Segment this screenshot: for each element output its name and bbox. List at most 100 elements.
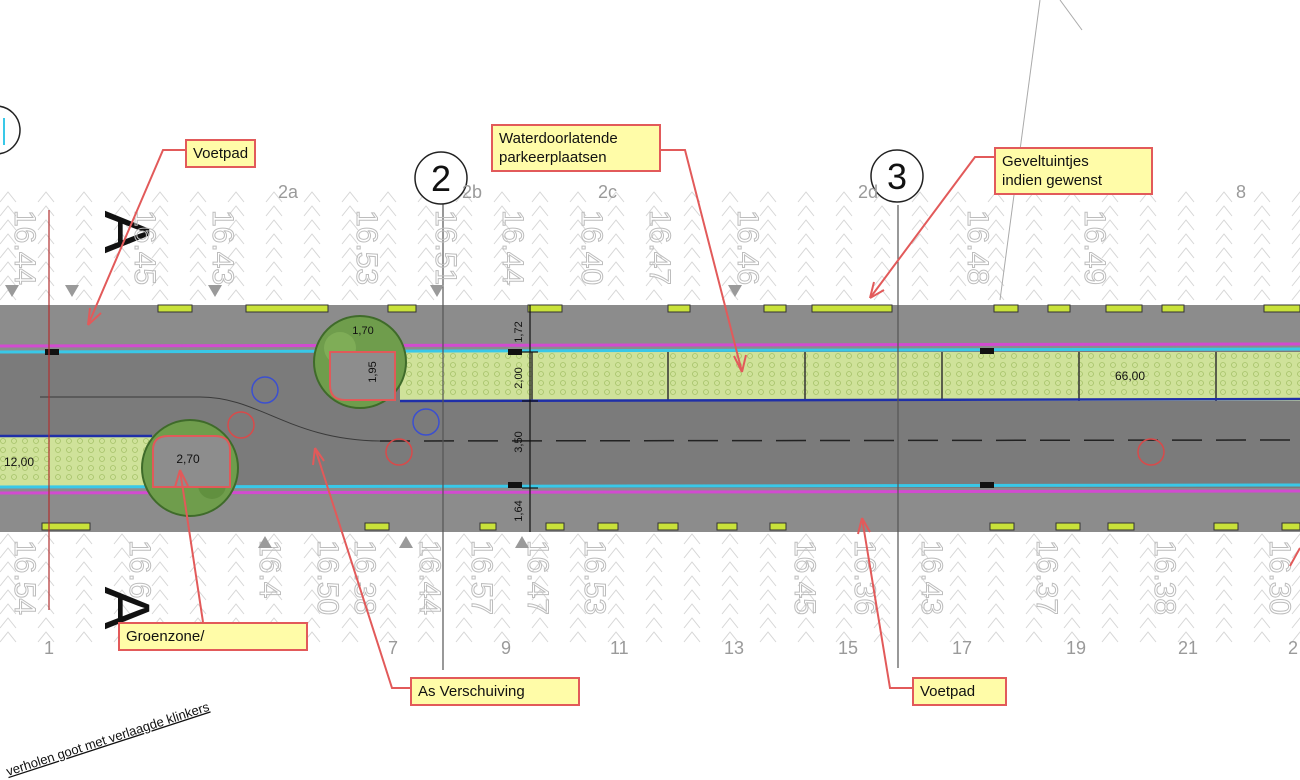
permeable-dot bbox=[912, 353, 918, 359]
permeable-dot bbox=[791, 380, 797, 386]
permeable-dot bbox=[99, 465, 105, 471]
hatch-mark bbox=[873, 233, 891, 245]
permeable-dot bbox=[417, 371, 423, 377]
permeable-dot bbox=[22, 447, 28, 453]
permeable-dot bbox=[571, 371, 577, 377]
hatch-mark bbox=[1215, 589, 1233, 601]
hatch-mark bbox=[341, 547, 359, 559]
hatch-mark bbox=[227, 533, 245, 545]
hatch-mark bbox=[379, 275, 397, 287]
hatch-mark bbox=[607, 289, 625, 301]
hatch-mark bbox=[1291, 631, 1300, 643]
permeable-dot bbox=[1110, 389, 1116, 395]
hatch-mark bbox=[37, 289, 55, 301]
permeable-dot bbox=[1055, 353, 1061, 359]
permeable-dot bbox=[132, 447, 138, 453]
hatch-mark bbox=[797, 631, 815, 643]
permeable-dot bbox=[121, 438, 127, 444]
hatch-mark bbox=[303, 589, 321, 601]
hatch-mark bbox=[341, 219, 359, 231]
hatch-mark bbox=[1139, 561, 1157, 573]
hatch-mark bbox=[379, 547, 397, 559]
permeable-dot bbox=[560, 380, 566, 386]
permeable-dot bbox=[879, 362, 885, 368]
permeable-dot bbox=[1055, 380, 1061, 386]
hatch-mark bbox=[113, 289, 131, 301]
hatch-mark bbox=[0, 547, 17, 559]
house-numbers-top: 2a 2b 2c 2d 8 bbox=[278, 182, 1246, 202]
magenta-line-top bbox=[0, 342, 1300, 348]
permeable-dot bbox=[1088, 353, 1094, 359]
hatch-mark bbox=[341, 205, 359, 217]
hatch-mark bbox=[151, 289, 169, 301]
hatch-mark bbox=[75, 261, 93, 273]
hatch-mark bbox=[721, 561, 739, 573]
elevation-label: 16.44 bbox=[413, 540, 446, 615]
dim-sidewalk-top: 1,72 bbox=[513, 321, 525, 342]
hatch-mark bbox=[835, 575, 853, 587]
permeable-dot bbox=[1286, 353, 1292, 359]
hatch-mark bbox=[151, 191, 169, 203]
permeable-dot bbox=[813, 380, 819, 386]
permeable-dot bbox=[626, 380, 632, 386]
hatch-mark bbox=[1025, 247, 1043, 259]
elevation-label: 16.44 bbox=[8, 210, 41, 285]
hatch-mark bbox=[75, 561, 93, 573]
hatch-mark bbox=[1253, 533, 1271, 545]
hatch-mark bbox=[75, 631, 93, 643]
permeable-dot bbox=[670, 371, 676, 377]
hatch-mark bbox=[1101, 561, 1119, 573]
permeable-dot bbox=[1121, 353, 1127, 359]
permeable-dot bbox=[879, 389, 885, 395]
permeable-dot bbox=[1297, 389, 1300, 395]
hatch-mark bbox=[1177, 603, 1195, 615]
hatch-mark bbox=[1025, 233, 1043, 245]
elevation-markers-bottom bbox=[258, 536, 529, 548]
hatch-mark bbox=[607, 191, 625, 203]
hatch-mark bbox=[797, 617, 815, 629]
permeable-dot bbox=[439, 362, 445, 368]
permeable-dot bbox=[516, 389, 522, 395]
hatch-mark bbox=[0, 261, 17, 273]
permeable-dot bbox=[1165, 371, 1171, 377]
elevation-label: 16.45 bbox=[788, 540, 821, 615]
permeable-dot bbox=[1033, 362, 1039, 368]
permeable-dot bbox=[1242, 380, 1248, 386]
permeable-dot bbox=[714, 353, 720, 359]
hatch-mark bbox=[455, 219, 473, 231]
hatch-mark bbox=[531, 603, 549, 615]
hatch-mark bbox=[303, 233, 321, 245]
hatch-mark bbox=[1025, 617, 1043, 629]
facade-garden bbox=[245, 304, 329, 313]
hatch-mark bbox=[379, 233, 397, 245]
permeable-dot bbox=[582, 353, 588, 359]
permeable-dot bbox=[11, 438, 17, 444]
house-number: 17 bbox=[952, 638, 972, 658]
permeable-dot bbox=[1242, 362, 1248, 368]
permeable-dot bbox=[88, 474, 94, 480]
hatch-mark bbox=[1101, 617, 1119, 629]
permeable-dot bbox=[681, 389, 687, 395]
hatch-mark bbox=[1215, 631, 1233, 643]
permeable-dot bbox=[791, 371, 797, 377]
hatch-mark bbox=[1215, 561, 1233, 573]
permeable-dot bbox=[0, 438, 6, 444]
permeable-dot bbox=[1000, 353, 1006, 359]
permeable-dot bbox=[1066, 362, 1072, 368]
permeable-dot bbox=[450, 371, 456, 377]
hatch-mark bbox=[75, 575, 93, 587]
permeable-dot bbox=[923, 353, 929, 359]
permeable-dot bbox=[615, 353, 621, 359]
hatch-mark bbox=[1177, 533, 1195, 545]
permeable-dot bbox=[890, 380, 896, 386]
permeable-dot bbox=[1011, 353, 1017, 359]
permeable-dot bbox=[857, 380, 863, 386]
permeable-dot bbox=[1154, 362, 1160, 368]
permeable-dot bbox=[494, 371, 500, 377]
hatch-mark bbox=[265, 289, 283, 301]
hatch-mark bbox=[227, 561, 245, 573]
hatch-mark bbox=[949, 219, 967, 231]
permeable-dot bbox=[1209, 380, 1215, 386]
permeable-dot bbox=[681, 380, 687, 386]
elevation-triangle bbox=[258, 536, 272, 548]
